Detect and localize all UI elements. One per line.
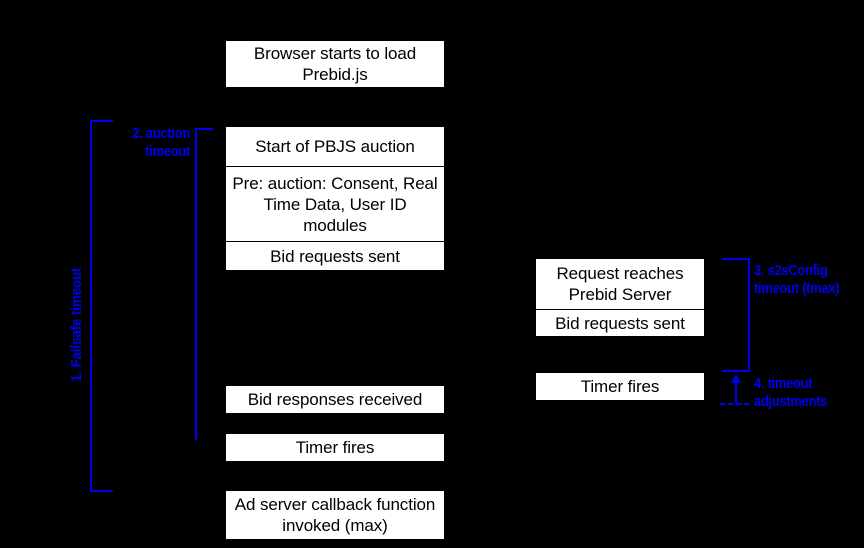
s2sconfig-bracket-bottom-tick — [722, 370, 750, 372]
process-box-auction-start: Start of PBJS auction — [225, 126, 445, 167]
annotation-label-failsafe-timeout: 1. Failsafe timeout — [68, 267, 85, 382]
process-box-timer-fires: Timer fires — [225, 433, 445, 462]
s2sconfig-bracket-top-tick — [722, 258, 750, 260]
process-box-ad-server-callback: Ad server callback function invoked (max… — [225, 490, 445, 540]
process-box-bid-requests-sent: Bid requests sent — [225, 242, 445, 271]
timeout-adjustments-baseline — [720, 403, 750, 405]
annotation-label-s2sconfig-timeout: 3. s2sConfig timeout (tmax) — [754, 262, 840, 297]
auction-timeout-bracket-top-tick — [195, 128, 213, 130]
process-box-bid-responses-received: Bid responses received — [225, 385, 445, 414]
s2sconfig-bracket-spine — [748, 258, 750, 372]
process-box-request-reaches-server: Request reaches Prebid Server — [535, 258, 705, 310]
process-box-pre-auction: Pre: auction: Consent, Real Time Data, U… — [225, 167, 445, 242]
process-box-browser-load: Browser starts to load Prebid.js — [225, 40, 445, 88]
process-box-server-timer-fires: Timer fires — [535, 372, 705, 401]
failsafe-bracket-bottom-tick — [90, 490, 113, 492]
timeout-adjustments-arrow-head-icon — [731, 374, 741, 383]
failsafe-bracket-top-tick — [90, 120, 113, 122]
annotation-label-auction-timeout: 2. auction timeout — [132, 125, 190, 160]
process-box-server-bid-requests-sent: Bid requests sent — [535, 310, 705, 337]
failsafe-bracket-spine — [90, 120, 92, 492]
auction-timeout-bracket-spine — [195, 128, 197, 440]
annotation-label-timeout-adjustments: 4. timeout adjustments — [754, 375, 828, 410]
timeout-adjustments-arrow-shaft — [735, 382, 737, 404]
